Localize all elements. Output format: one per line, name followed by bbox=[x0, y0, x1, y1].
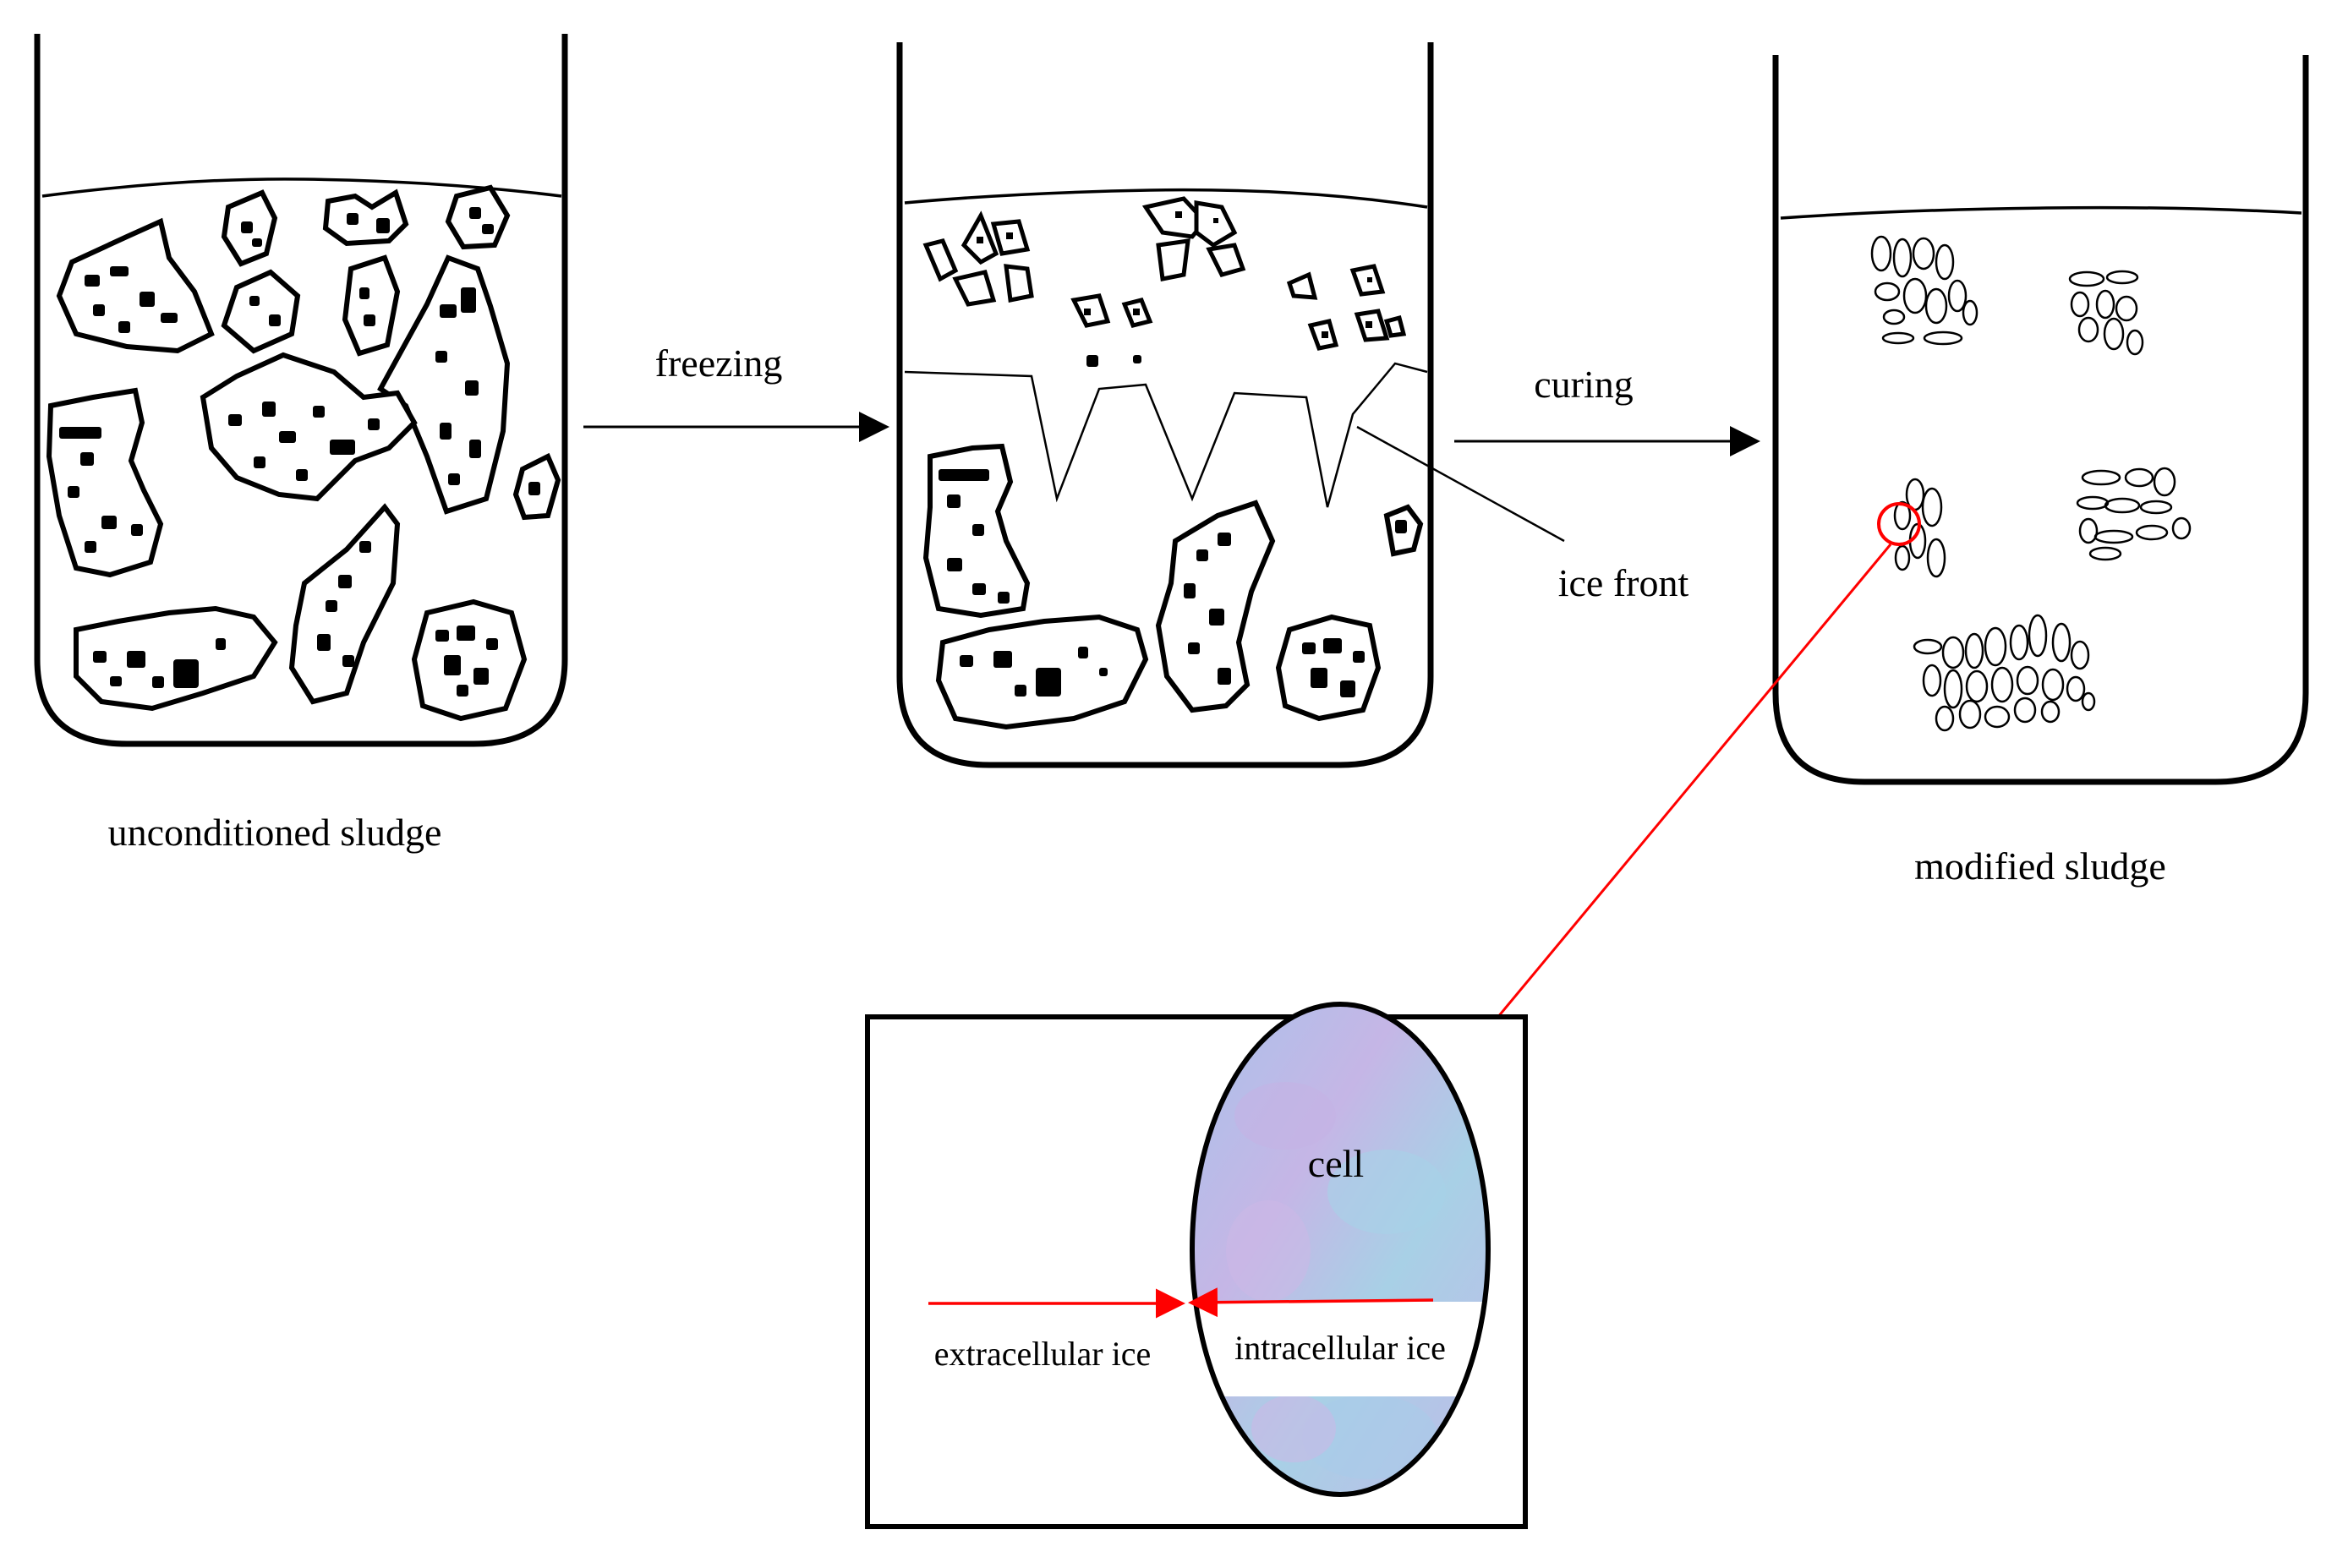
highlight-circle bbox=[1877, 502, 1921, 546]
label-extracellular-ice: extracellular ice bbox=[934, 1335, 1151, 1373]
freezing-arrow-group: freezing bbox=[583, 341, 889, 442]
cell-body bbox=[1192, 1004, 1488, 1494]
label-cell: cell bbox=[1308, 1142, 1364, 1185]
label-curing: curing bbox=[1534, 363, 1634, 406]
cell-detail-inset: cell extracellular ice intracellular ice bbox=[865, 1002, 1528, 1529]
sludge-particles bbox=[59, 207, 540, 697]
liquid-surface bbox=[904, 188, 1428, 209]
ice-front-leader bbox=[1356, 425, 1565, 543]
beaker-outline bbox=[1772, 55, 2309, 785]
label-modified-sludge: modified sludge bbox=[1914, 844, 2166, 888]
label-intracellular-ice: intracellular ice bbox=[1234, 1329, 1446, 1367]
ice-front-callout: ice front bbox=[1356, 425, 1689, 604]
cell-outline bbox=[1190, 1002, 1491, 1497]
beaker-modified: modified sludge bbox=[1772, 55, 2309, 888]
sludge-particles bbox=[939, 469, 1407, 697]
ice-front-line bbox=[904, 362, 1428, 508]
zoom-arrow bbox=[1444, 544, 1892, 1082]
ice-shards bbox=[922, 196, 1407, 351]
beaker-freezing bbox=[896, 42, 1434, 768]
beaker-outline bbox=[896, 42, 1434, 768]
beaker-unconditioned: unconditioned sludge bbox=[34, 34, 568, 854]
curing-arrow-group: curing bbox=[1454, 363, 1760, 456]
label-freezing: freezing bbox=[655, 341, 783, 385]
ice-shard-particles bbox=[977, 211, 1372, 367]
label-unconditioned-sludge: unconditioned sludge bbox=[108, 811, 442, 854]
beaker-outline bbox=[34, 34, 568, 747]
label-ice-front: ice front bbox=[1558, 561, 1689, 604]
liquid-surface bbox=[1780, 205, 2302, 220]
sludge-flocs bbox=[922, 443, 1424, 730]
intracellular-ice-band bbox=[1194, 1302, 1488, 1396]
cell-clusters bbox=[1870, 235, 2192, 732]
intracellular-arrow bbox=[1188, 1287, 1434, 1318]
